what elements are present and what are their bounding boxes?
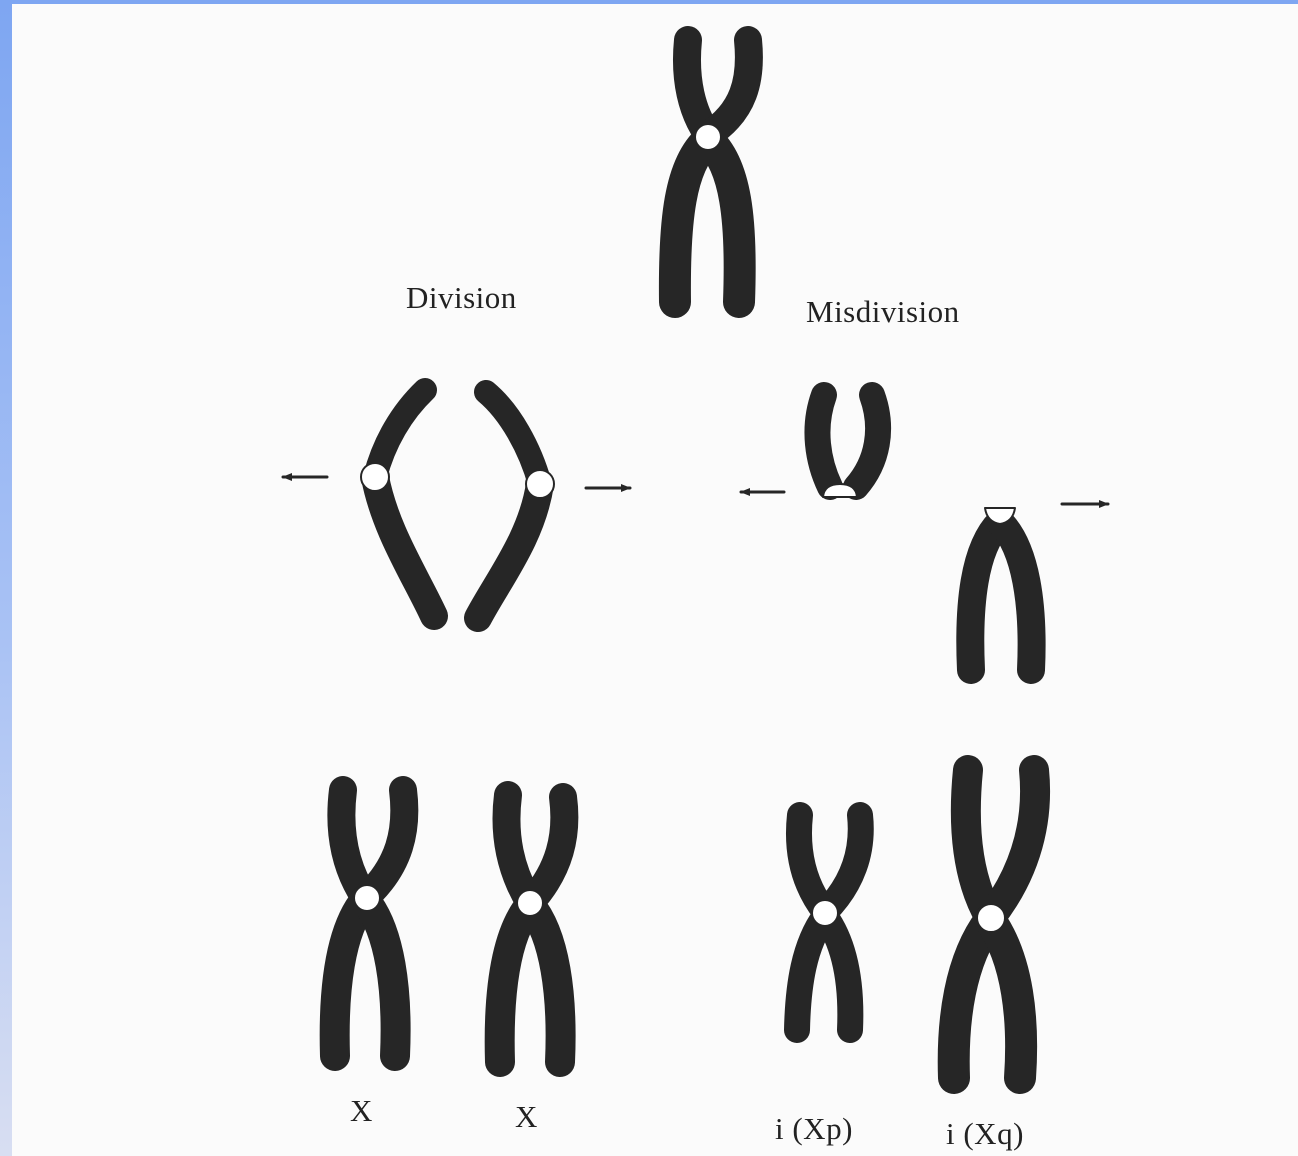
division-chromatid-left bbox=[361, 390, 434, 616]
misdivision-long-arms bbox=[970, 508, 1031, 670]
division-chromatid-right bbox=[478, 392, 554, 618]
isochromosome-xq bbox=[954, 770, 1035, 1078]
misdivision-label: Misdivision bbox=[806, 296, 960, 327]
x-chromosome-1 bbox=[335, 790, 405, 1056]
division-label: Division bbox=[406, 282, 517, 313]
x-chromosome-2-label: X bbox=[515, 1101, 538, 1132]
x-chromosome-2 bbox=[500, 795, 565, 1062]
original-chromosome bbox=[675, 40, 749, 302]
isochromosome-xq-label: i (Xq) bbox=[946, 1118, 1024, 1149]
isochromosome-xp bbox=[797, 815, 861, 1030]
isochromosome-xp-label: i (Xp) bbox=[775, 1113, 853, 1144]
x-chromosome-1-label: X bbox=[350, 1095, 373, 1126]
misdivision-short-arms bbox=[817, 395, 878, 497]
